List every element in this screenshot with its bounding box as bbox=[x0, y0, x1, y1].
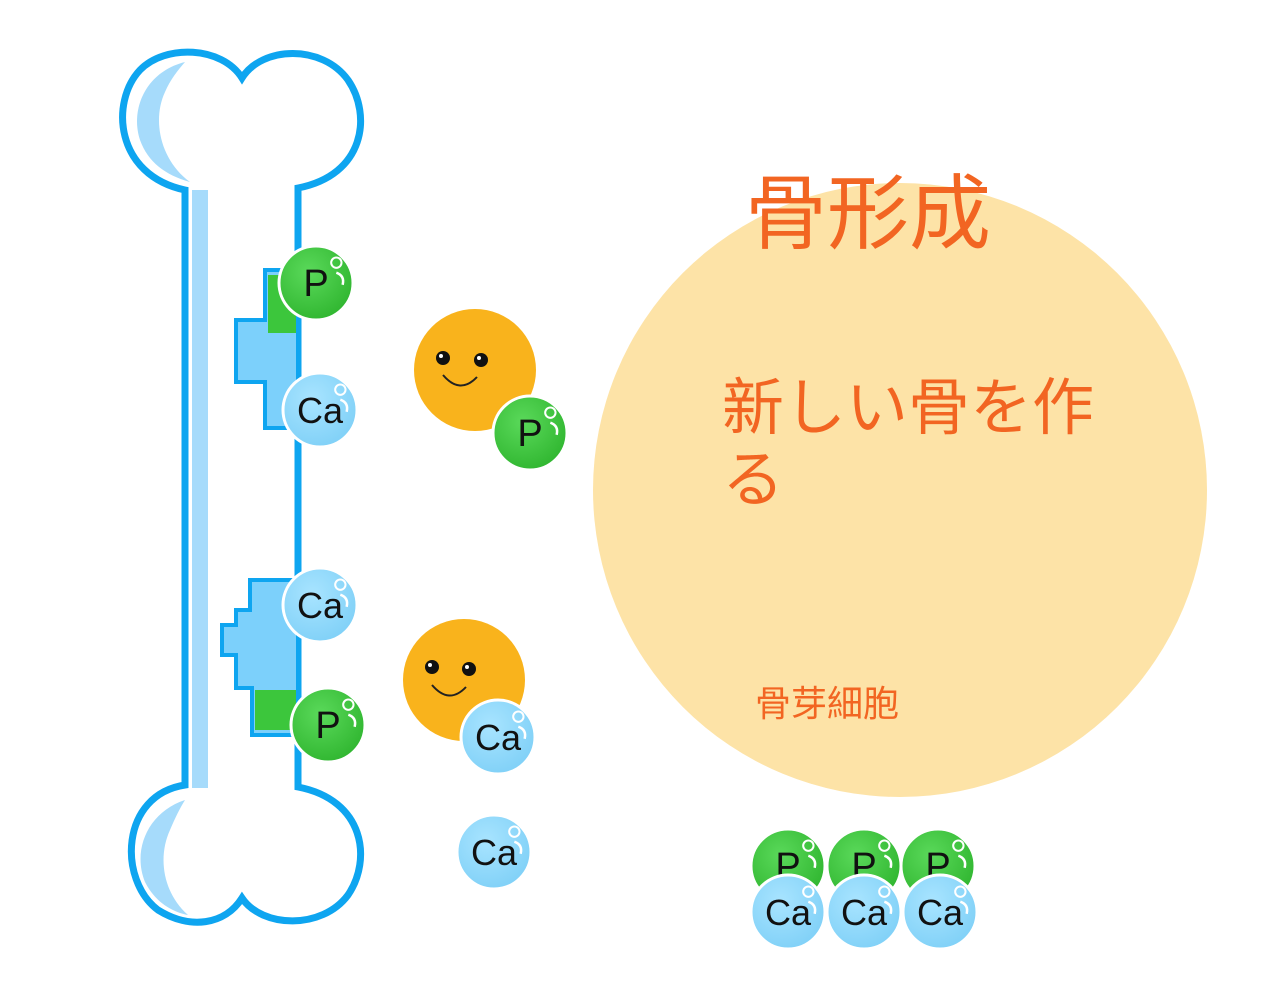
diagram-description: 新しい骨を作る bbox=[722, 371, 1095, 516]
calcium-label: Ca bbox=[917, 892, 964, 933]
calcium-atom: Ca bbox=[455, 813, 533, 891]
smile-icon bbox=[442, 374, 478, 387]
smile-icon bbox=[431, 684, 467, 697]
phosphorus-label: P bbox=[517, 413, 542, 455]
bone-outline bbox=[119, 48, 365, 926]
eye-icon bbox=[474, 353, 488, 367]
bone-shaft-shadow bbox=[192, 190, 208, 788]
calcium-label: Ca bbox=[297, 390, 344, 431]
calcium-atom: Ca bbox=[825, 873, 903, 951]
eye-icon bbox=[436, 351, 450, 365]
eye-icon bbox=[462, 662, 476, 676]
phosphorus-label: P bbox=[315, 705, 340, 747]
phosphorus-atom: P bbox=[277, 244, 355, 322]
osteoblast-face-top bbox=[414, 309, 536, 431]
diagram-title: 骨形成 bbox=[745, 167, 992, 262]
phosphorus-atom: P bbox=[289, 686, 367, 764]
osteoblast-cell-circle bbox=[593, 183, 1207, 797]
calcium-label: Ca bbox=[841, 892, 888, 933]
calcium-label: Ca bbox=[765, 892, 812, 933]
calcium-atom: Ca bbox=[459, 698, 537, 776]
calcium-atom: Ca bbox=[749, 873, 827, 951]
phosphorus-atom: P bbox=[491, 394, 569, 472]
calcium-label: Ca bbox=[471, 832, 518, 873]
calcium-label: Ca bbox=[475, 717, 522, 758]
bone-top-shadow bbox=[137, 62, 190, 182]
eye-icon bbox=[425, 660, 439, 674]
osteoblast-label: 骨芽細胞 bbox=[755, 684, 900, 725]
bone bbox=[119, 48, 365, 926]
calcium-atom: Ca bbox=[901, 873, 979, 951]
calcium-atom: Ca bbox=[281, 566, 359, 644]
calcium-atom: Ca bbox=[281, 371, 359, 449]
calcium-label: Ca bbox=[297, 585, 344, 626]
bone-bottom-shadow bbox=[140, 800, 188, 915]
phosphorus-label: P bbox=[303, 263, 328, 305]
